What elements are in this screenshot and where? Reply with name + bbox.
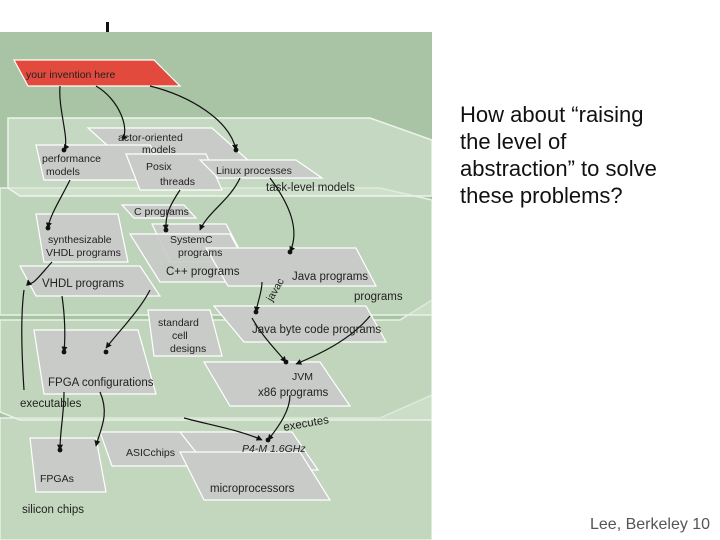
box-linux <box>198 159 324 179</box>
label-performance-2: models <box>46 166 80 178</box>
label-executables: executables <box>20 398 82 410</box>
body-line-4: these problems? <box>460 183 623 208</box>
body-line-1: How about “raising <box>460 102 644 127</box>
body-line-2: the level of <box>460 129 567 154</box>
label-c-programs: C programs <box>134 206 189 218</box>
label-performance-1: performance <box>42 153 101 165</box>
box-c-programs <box>120 204 198 219</box>
label-systemc-1: SystemC <box>170 234 213 246</box>
label-cpp: C++ programs <box>166 266 240 278</box>
label-silicon-chips: silicon chips <box>22 504 84 516</box>
arrows <box>21 85 371 451</box>
label-fpgas: FPGAs <box>40 473 74 485</box>
label-posix-2: threads <box>160 176 195 188</box>
label-microprocessors: microprocessors <box>210 483 295 495</box>
box-vhdl <box>19 265 162 297</box>
box-microprocessors <box>179 451 332 501</box>
body-line-3: abstraction” to solve <box>460 156 657 181</box>
slide-credit: Lee, Berkeley 10 <box>590 516 711 533</box>
box-std-cell <box>147 309 223 357</box>
label-task-level-models: task-level models <box>266 182 355 194</box>
label-x86: x86 programs <box>258 387 329 399</box>
corner-mark <box>106 22 109 36</box>
label-programs: programs <box>354 291 403 303</box>
box-java-bytecode <box>212 305 388 343</box>
label-synth-vhdl-2: VHDL programs <box>46 247 121 259</box>
box-java <box>204 247 377 287</box>
box-posix <box>125 153 223 191</box>
label-java-bytecode: Java byte code programs <box>252 324 381 336</box>
label-systemc-2: programs <box>178 247 222 259</box>
label-jvm: JVM <box>292 371 313 383</box>
box-synth-vhdl <box>35 213 129 263</box>
box-fpgas <box>29 437 107 493</box>
label-posix-1: Posix <box>146 161 172 173</box>
label-std-cell-1: standard <box>158 317 199 329</box>
label-std-cell-2: cell <box>172 330 188 342</box>
arrow-dots <box>45 147 293 453</box>
label-your-invention: your invention here <box>26 69 115 81</box>
label-std-cell-3: designs <box>170 343 206 355</box>
label-p4: P4-M 1.6GHz <box>242 443 306 455</box>
label-vhdl: VHDL programs <box>42 278 124 290</box>
label-actor-oriented-1: actor-oriented <box>118 132 183 144</box>
label-asic: ASICchips <box>126 447 175 459</box>
label-fpga-config: FPGA configurations <box>48 377 154 389</box>
abstraction-diagram: your invention here actor-oriented model… <box>0 59 432 540</box>
box-your-invention <box>12 59 182 87</box>
label-synth-vhdl-1: synthesizable <box>48 234 112 246</box>
label-linux: Linux processes <box>216 165 292 177</box>
slide-body-text: How about “raising the level of abstract… <box>460 101 700 209</box>
label-java: Java programs <box>292 271 368 283</box>
label-actor-oriented-2: models <box>142 144 176 156</box>
